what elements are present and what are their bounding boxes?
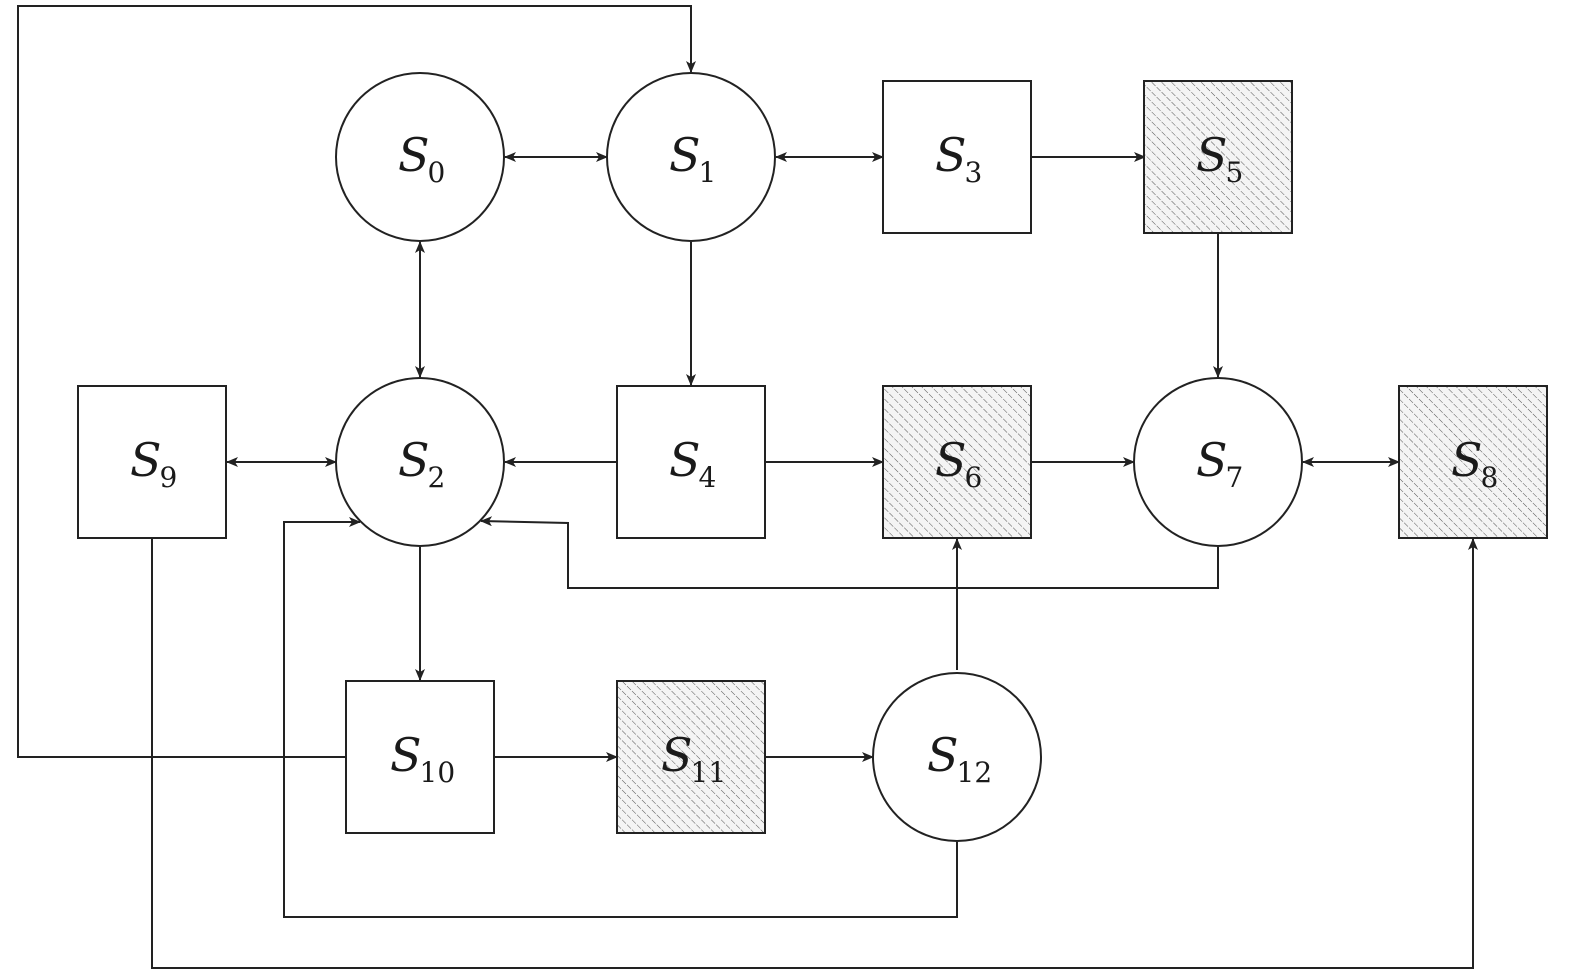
node-label-subscript: 0 — [428, 156, 446, 189]
node-label-letter: S — [661, 728, 693, 782]
node-s11: S11 — [616, 680, 766, 834]
node-label-letter: S — [1196, 433, 1228, 487]
node-label-letter: S — [669, 128, 701, 182]
node-label: S7 — [1196, 433, 1243, 494]
node-box — [1398, 385, 1548, 539]
node-circle — [335, 72, 505, 242]
node-box — [882, 385, 1032, 539]
node-s10: S10 — [345, 680, 495, 834]
node-label-subscript: 9 — [160, 461, 178, 494]
node-label-letter: S — [669, 433, 701, 487]
node-s3: S3 — [882, 80, 1032, 234]
node-label-subscript: 7 — [1226, 461, 1244, 494]
node-label: S2 — [398, 433, 445, 494]
node-label: S6 — [935, 433, 982, 494]
node-label: S1 — [669, 128, 716, 189]
edge-s12-s2 — [283, 517, 958, 918]
node-box — [616, 680, 766, 834]
node-label: S4 — [669, 433, 716, 494]
node-label-letter: S — [398, 433, 430, 487]
node-label-letter: S — [935, 433, 967, 487]
node-label: S5 — [1196, 128, 1243, 189]
node-s9: S9 — [77, 385, 227, 539]
node-label-letter: S — [390, 728, 422, 782]
node-label-letter: S — [927, 728, 959, 782]
node-box — [1143, 80, 1293, 234]
edge-s7-s2 — [480, 516, 1219, 589]
node-label: S9 — [130, 433, 177, 494]
node-label-subscript: 5 — [1226, 156, 1244, 189]
node-label-letter: S — [935, 128, 967, 182]
node-label: S10 — [390, 728, 455, 789]
node-label-subscript: 8 — [1481, 461, 1499, 494]
node-box — [616, 385, 766, 539]
node-label-subscript: 11 — [691, 756, 727, 789]
node-s0: S0 — [335, 72, 505, 242]
node-label-letter: S — [1451, 433, 1483, 487]
node-label-subscript: 3 — [965, 156, 983, 189]
node-label: S12 — [927, 728, 992, 789]
node-box — [882, 80, 1032, 234]
edge-s9-s8 — [151, 538, 1478, 969]
edge-s10-s1 — [17, 5, 696, 758]
node-label-subscript: 4 — [699, 461, 717, 494]
node-label-subscript: 1 — [699, 156, 717, 189]
node-label: S3 — [935, 128, 982, 189]
node-s4: S4 — [616, 385, 766, 539]
node-s1: S1 — [606, 72, 776, 242]
node-s2: S2 — [335, 377, 505, 547]
node-s6: S6 — [882, 385, 1032, 539]
node-s12: S12 — [872, 672, 1042, 842]
node-label-subscript: 6 — [965, 461, 983, 494]
node-label-subscript: 10 — [420, 756, 456, 789]
node-box — [77, 385, 227, 539]
node-s5: S5 — [1143, 80, 1293, 234]
node-s7: S7 — [1133, 377, 1303, 547]
node-label-letter: S — [1196, 128, 1228, 182]
node-label: S8 — [1451, 433, 1498, 494]
node-label-letter: S — [130, 433, 162, 487]
node-s8: S8 — [1398, 385, 1548, 539]
node-label: S0 — [398, 128, 445, 189]
node-box — [345, 680, 495, 834]
node-label-subscript: 12 — [957, 756, 993, 789]
node-circle — [606, 72, 776, 242]
node-circle — [1133, 377, 1303, 547]
node-label: S11 — [661, 728, 726, 789]
edges-layer — [17, 5, 1478, 969]
node-circle — [335, 377, 505, 547]
node-label-subscript: 2 — [428, 461, 446, 494]
node-circle — [872, 672, 1042, 842]
node-label-letter: S — [398, 128, 430, 182]
